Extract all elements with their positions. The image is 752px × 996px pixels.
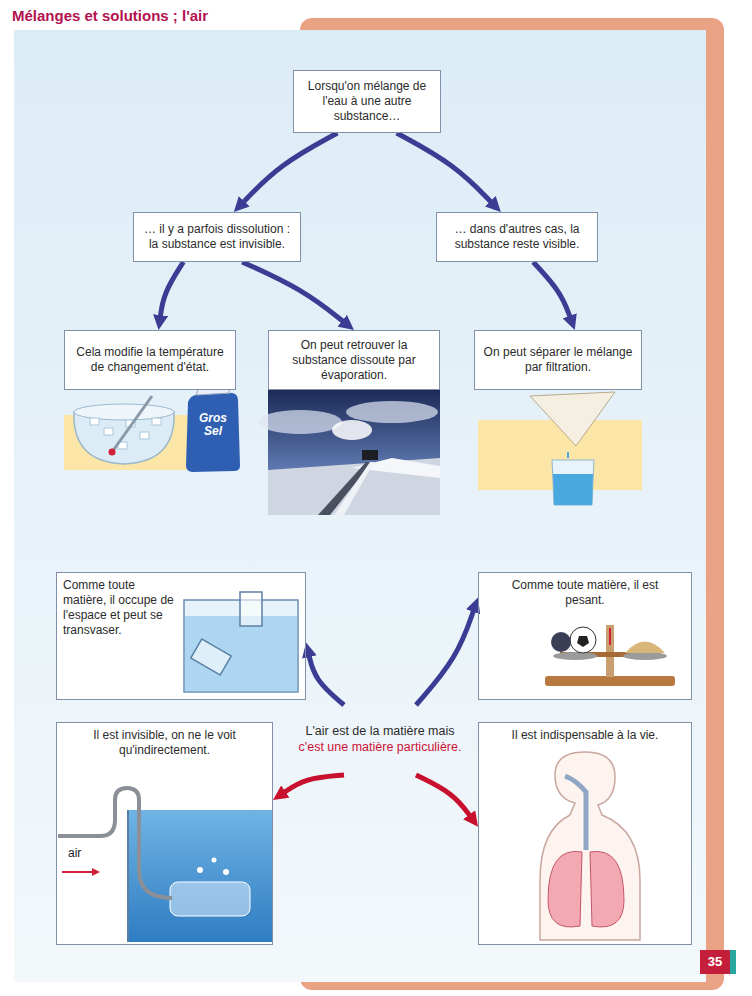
box-text: … dans d'autres cas, la substance reste … bbox=[443, 222, 591, 252]
arrow-connector bbox=[160, 262, 183, 318]
concept-box: Comme toute matière, il est pesant. bbox=[478, 572, 692, 700]
page-number: 35 bbox=[700, 950, 730, 974]
aquarium-illustration bbox=[184, 592, 298, 692]
arrow-connector bbox=[416, 609, 474, 705]
box-text: On peut séparer le mélange par filtratio… bbox=[481, 345, 635, 375]
box-text: L'air est de la matière mais bbox=[306, 724, 455, 740]
concept-box: … il y a parfois dissolution : la substa… bbox=[133, 212, 301, 262]
box-text: Comme toute matière, il est pesant. bbox=[485, 578, 685, 608]
lungs-illustration bbox=[540, 752, 640, 940]
concept-box: On peut séparer le mélange par filtratio… bbox=[474, 330, 642, 390]
arrow-connector bbox=[242, 262, 344, 323]
air-bubble-experiment bbox=[58, 788, 273, 942]
arrow-connector bbox=[397, 133, 493, 203]
box-text: Lorsqu'on mélange de l'eau à une autre s… bbox=[300, 79, 434, 124]
box-fills bbox=[56, 572, 692, 945]
salt-bag bbox=[186, 383, 240, 472]
filtration-illustration bbox=[478, 392, 642, 505]
concept-box: On peut retrouver la substance dissoute … bbox=[268, 330, 440, 390]
box-text: … il y a parfois dissolution : la substa… bbox=[140, 222, 294, 252]
concept-box: Il est indispensable à la vie. bbox=[478, 722, 692, 945]
box-text: On peut retrouver la substance dissoute … bbox=[275, 338, 433, 383]
balance-illustration bbox=[545, 625, 675, 686]
concept-box: … dans d'autres cas, la substance reste … bbox=[436, 212, 598, 262]
box-text: Il est indispensable à la vie. bbox=[485, 728, 685, 743]
concept-box: Lorsqu'on mélange de l'eau à une autre s… bbox=[293, 70, 441, 133]
box-text: Comme toute matière, il occupe de l'espa… bbox=[63, 578, 181, 638]
box-text: Cela modifie la température de changemen… bbox=[71, 345, 229, 375]
concept-box: Cela modifie la température de changemen… bbox=[64, 330, 236, 390]
arrow-connector bbox=[242, 133, 337, 203]
concept-box: Comme toute matière, il occupe de l'espa… bbox=[56, 572, 306, 700]
arrow-connector bbox=[416, 775, 471, 817]
arrow-connector bbox=[309, 654, 344, 705]
arrow-connector bbox=[533, 262, 570, 319]
central-statement: L'air est de la matière maisc'est une ma… bbox=[290, 705, 470, 775]
air-label: air bbox=[68, 846, 98, 860]
ice-bowl-illustration bbox=[64, 396, 192, 470]
package-label: Gros Sel bbox=[190, 412, 236, 438]
concept-box: Il est invisible, on ne le voit qu'indir… bbox=[56, 722, 273, 945]
box-text: c'est une matière particulière. bbox=[299, 740, 462, 756]
box-text: Il est invisible, on ne le voit qu'indir… bbox=[63, 728, 266, 758]
page-title: Mélanges et solutions ; l'air bbox=[12, 7, 208, 24]
arrow-connector bbox=[283, 775, 344, 793]
salt-marsh-photo bbox=[258, 390, 440, 515]
